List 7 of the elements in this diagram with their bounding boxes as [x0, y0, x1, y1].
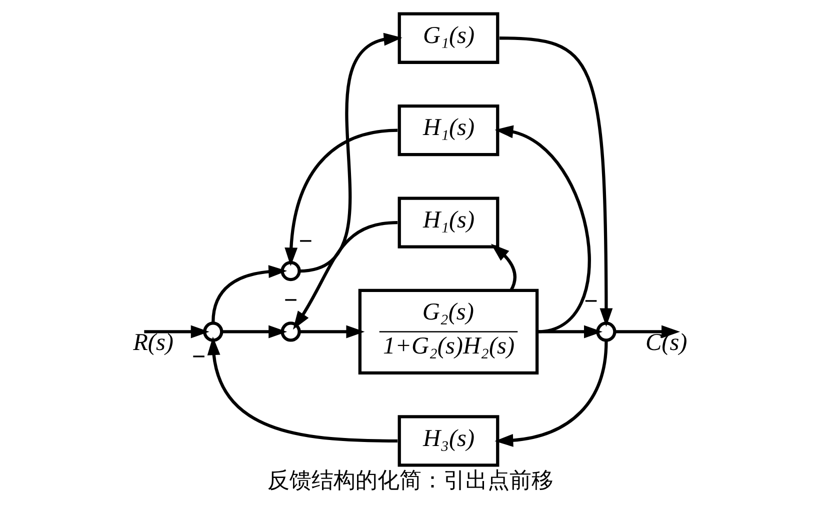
edge-label: − [298, 227, 313, 254]
caption: 反馈结构的化简：引出点前移 [268, 468, 554, 493]
edge-label: − [192, 343, 206, 370]
edge-label: − [584, 288, 598, 315]
edge-label: − [284, 286, 298, 314]
edge-label: C(s) [645, 328, 688, 356]
edge-label: R(s) [133, 328, 174, 356]
